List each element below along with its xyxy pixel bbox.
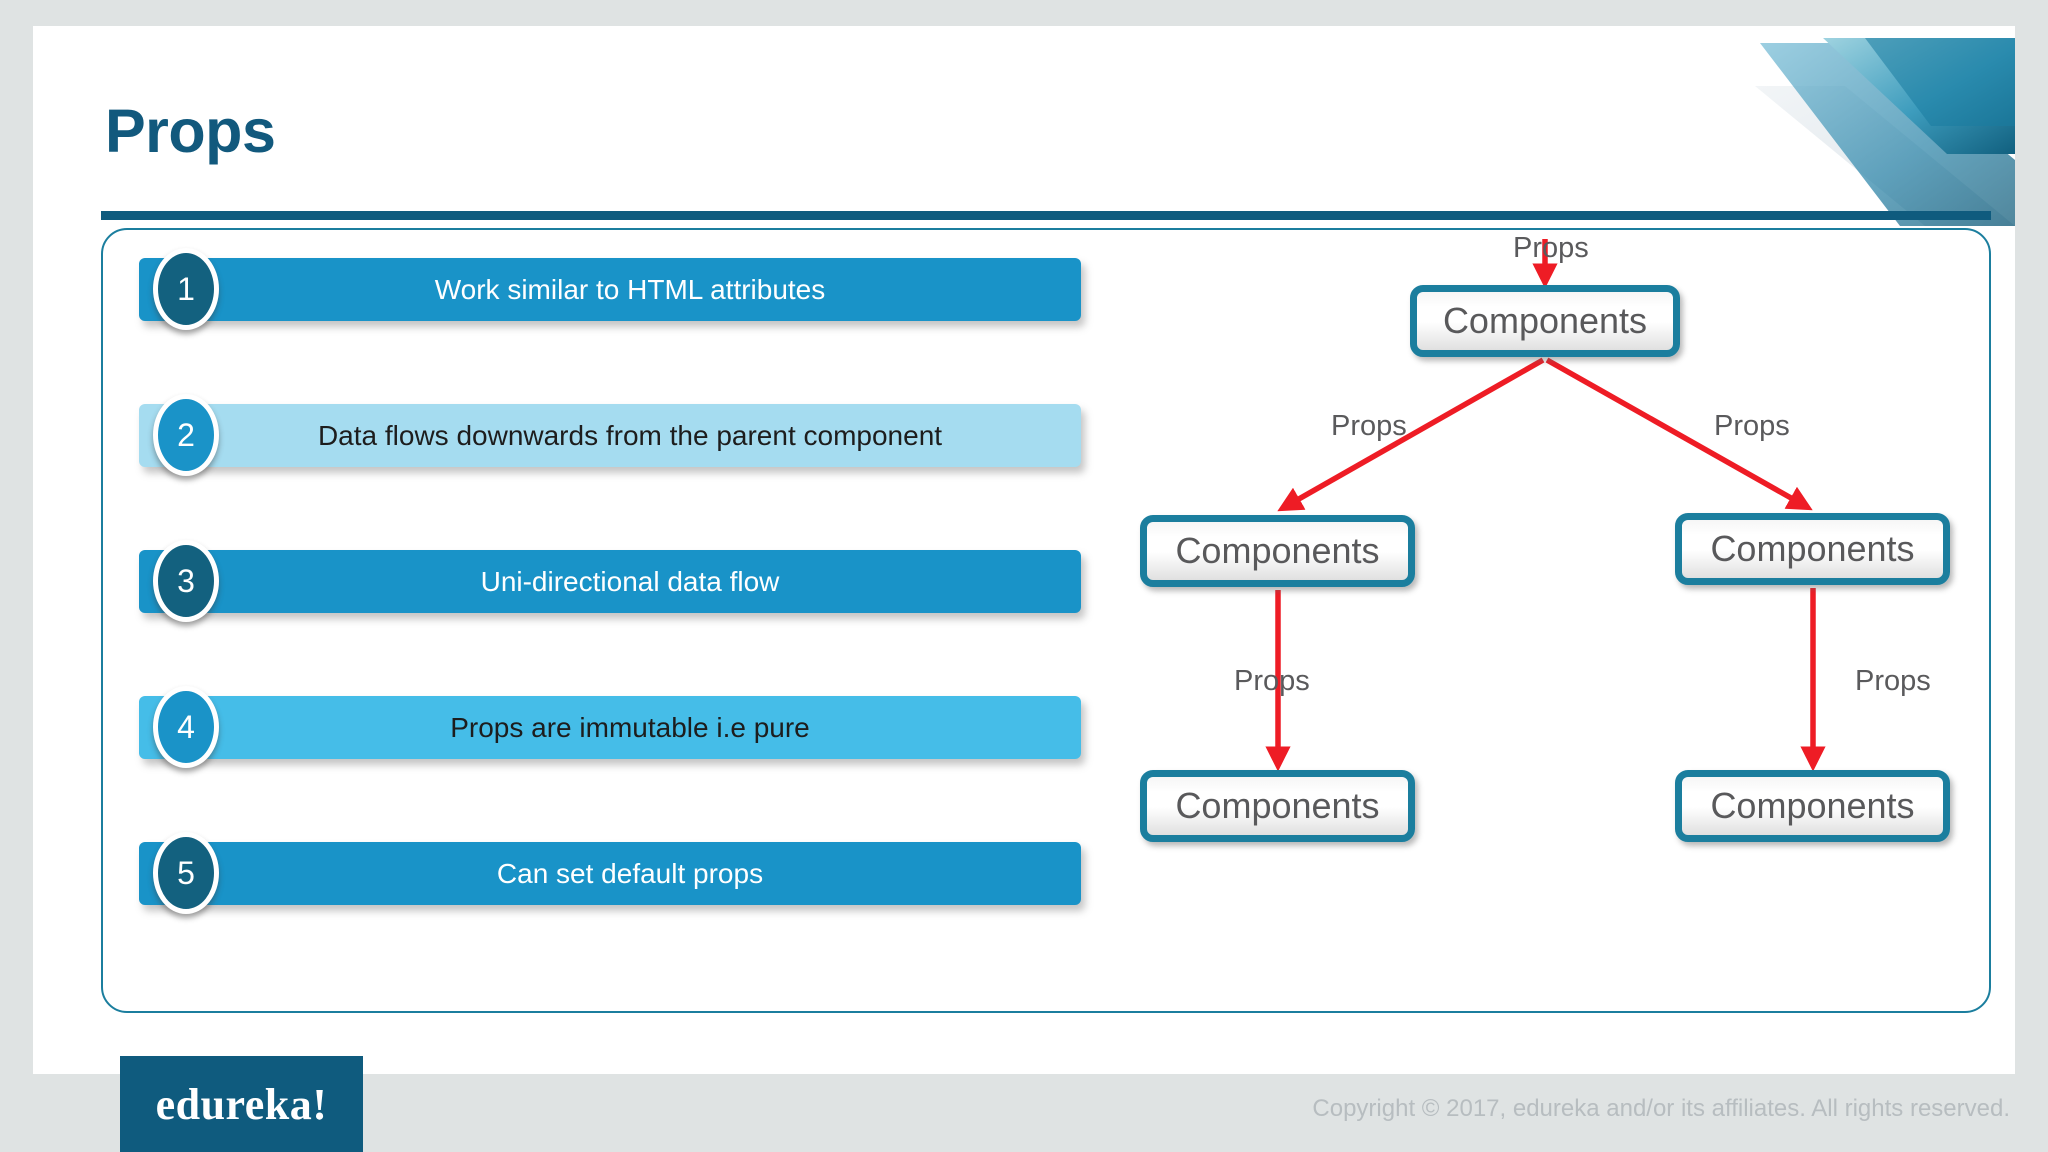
tree-node-label: Components xyxy=(1175,530,1380,571)
list-item[interactable]: Can set default props 5 xyxy=(131,832,1081,914)
arrow-label-props-mid-left: Props xyxy=(1331,410,1407,442)
feature-label: Work similar to HTML attributes xyxy=(434,273,826,305)
tree-node-label: Components xyxy=(1710,785,1915,826)
feature-number-badge: 3 xyxy=(153,540,219,622)
feature-number-badge: 2 xyxy=(153,394,219,476)
arrow-label-props-top: Props xyxy=(1513,232,1589,264)
list-item[interactable]: Props are immutable i.e pure 4 xyxy=(131,686,1081,768)
edureka-logo-text: edureka! xyxy=(155,1079,328,1129)
tree-node-label: Components xyxy=(1442,300,1648,341)
tree-node-leaf-right[interactable]: Components xyxy=(1675,770,1950,842)
feature-number-badge: 5 xyxy=(153,832,219,914)
edureka-logo: edureka! xyxy=(120,1056,363,1152)
component-tree-diagram: Components Components Components Compone… xyxy=(1113,230,1983,1013)
slide-canvas: Props Work similar to HTML attributes 1 … xyxy=(33,26,2015,1074)
feature-bar[interactable]: Data flows downwards from the parent com… xyxy=(139,404,1081,467)
content-frame: Work similar to HTML attributes 1 Data f… xyxy=(101,228,1991,1013)
ribbon-shape-pale xyxy=(1755,86,2015,226)
feature-bar[interactable]: Work similar to HTML attributes xyxy=(139,258,1081,321)
tree-node-label: Components xyxy=(1175,785,1380,826)
arrow-label-props-leaf-right: Props xyxy=(1855,665,1931,697)
feature-number-badge: 4 xyxy=(153,686,219,768)
ribbon-shape-accent xyxy=(1865,38,2015,126)
feature-label: Props are immutable i.e pure xyxy=(450,711,810,743)
list-item[interactable]: Work similar to HTML attributes 1 xyxy=(131,248,1081,330)
feature-bar[interactable]: Uni-directional data flow xyxy=(139,550,1081,613)
page-title: Props xyxy=(105,97,276,165)
feature-label: Can set default props xyxy=(496,857,764,889)
list-item[interactable]: Uni-directional data flow 3 xyxy=(131,540,1081,622)
list-item[interactable]: Data flows downwards from the parent com… xyxy=(131,394,1081,476)
feature-list: Work similar to HTML attributes 1 Data f… xyxy=(131,244,1091,1004)
feature-bar[interactable]: Props are immutable i.e pure xyxy=(139,696,1081,759)
feature-label: Uni-directional data flow xyxy=(480,565,780,597)
ribbon-shape-dark xyxy=(1823,38,2015,154)
copyright-notice: Copyright © 2017, edureka and/or its aff… xyxy=(1312,1095,2010,1122)
tree-node-root[interactable]: Components xyxy=(1410,285,1680,357)
feature-bar[interactable]: Can set default props xyxy=(139,842,1081,905)
ribbon-shape-light xyxy=(1760,43,2015,226)
tree-arrow-layer xyxy=(1265,239,1826,772)
title-underline-rule xyxy=(101,211,1991,220)
feature-number-badge: 1 xyxy=(153,248,219,330)
tree-node-mid-right[interactable]: Components xyxy=(1675,513,1950,585)
corner-ribbon-decoration xyxy=(1755,38,2015,226)
arrow-label-props-leaf-left: Props xyxy=(1234,665,1310,697)
tree-node-mid-left[interactable]: Components xyxy=(1140,515,1415,587)
tree-node-leaf-left[interactable]: Components xyxy=(1140,770,1415,842)
tree-node-label: Components xyxy=(1710,528,1915,569)
feature-label: Data flows downwards from the parent com… xyxy=(317,419,943,451)
arrow-root-to-mid-left xyxy=(1277,357,1545,512)
arrow-label-props-mid-right: Props xyxy=(1714,410,1790,442)
arrow-root-to-mid-right xyxy=(1545,357,1813,511)
